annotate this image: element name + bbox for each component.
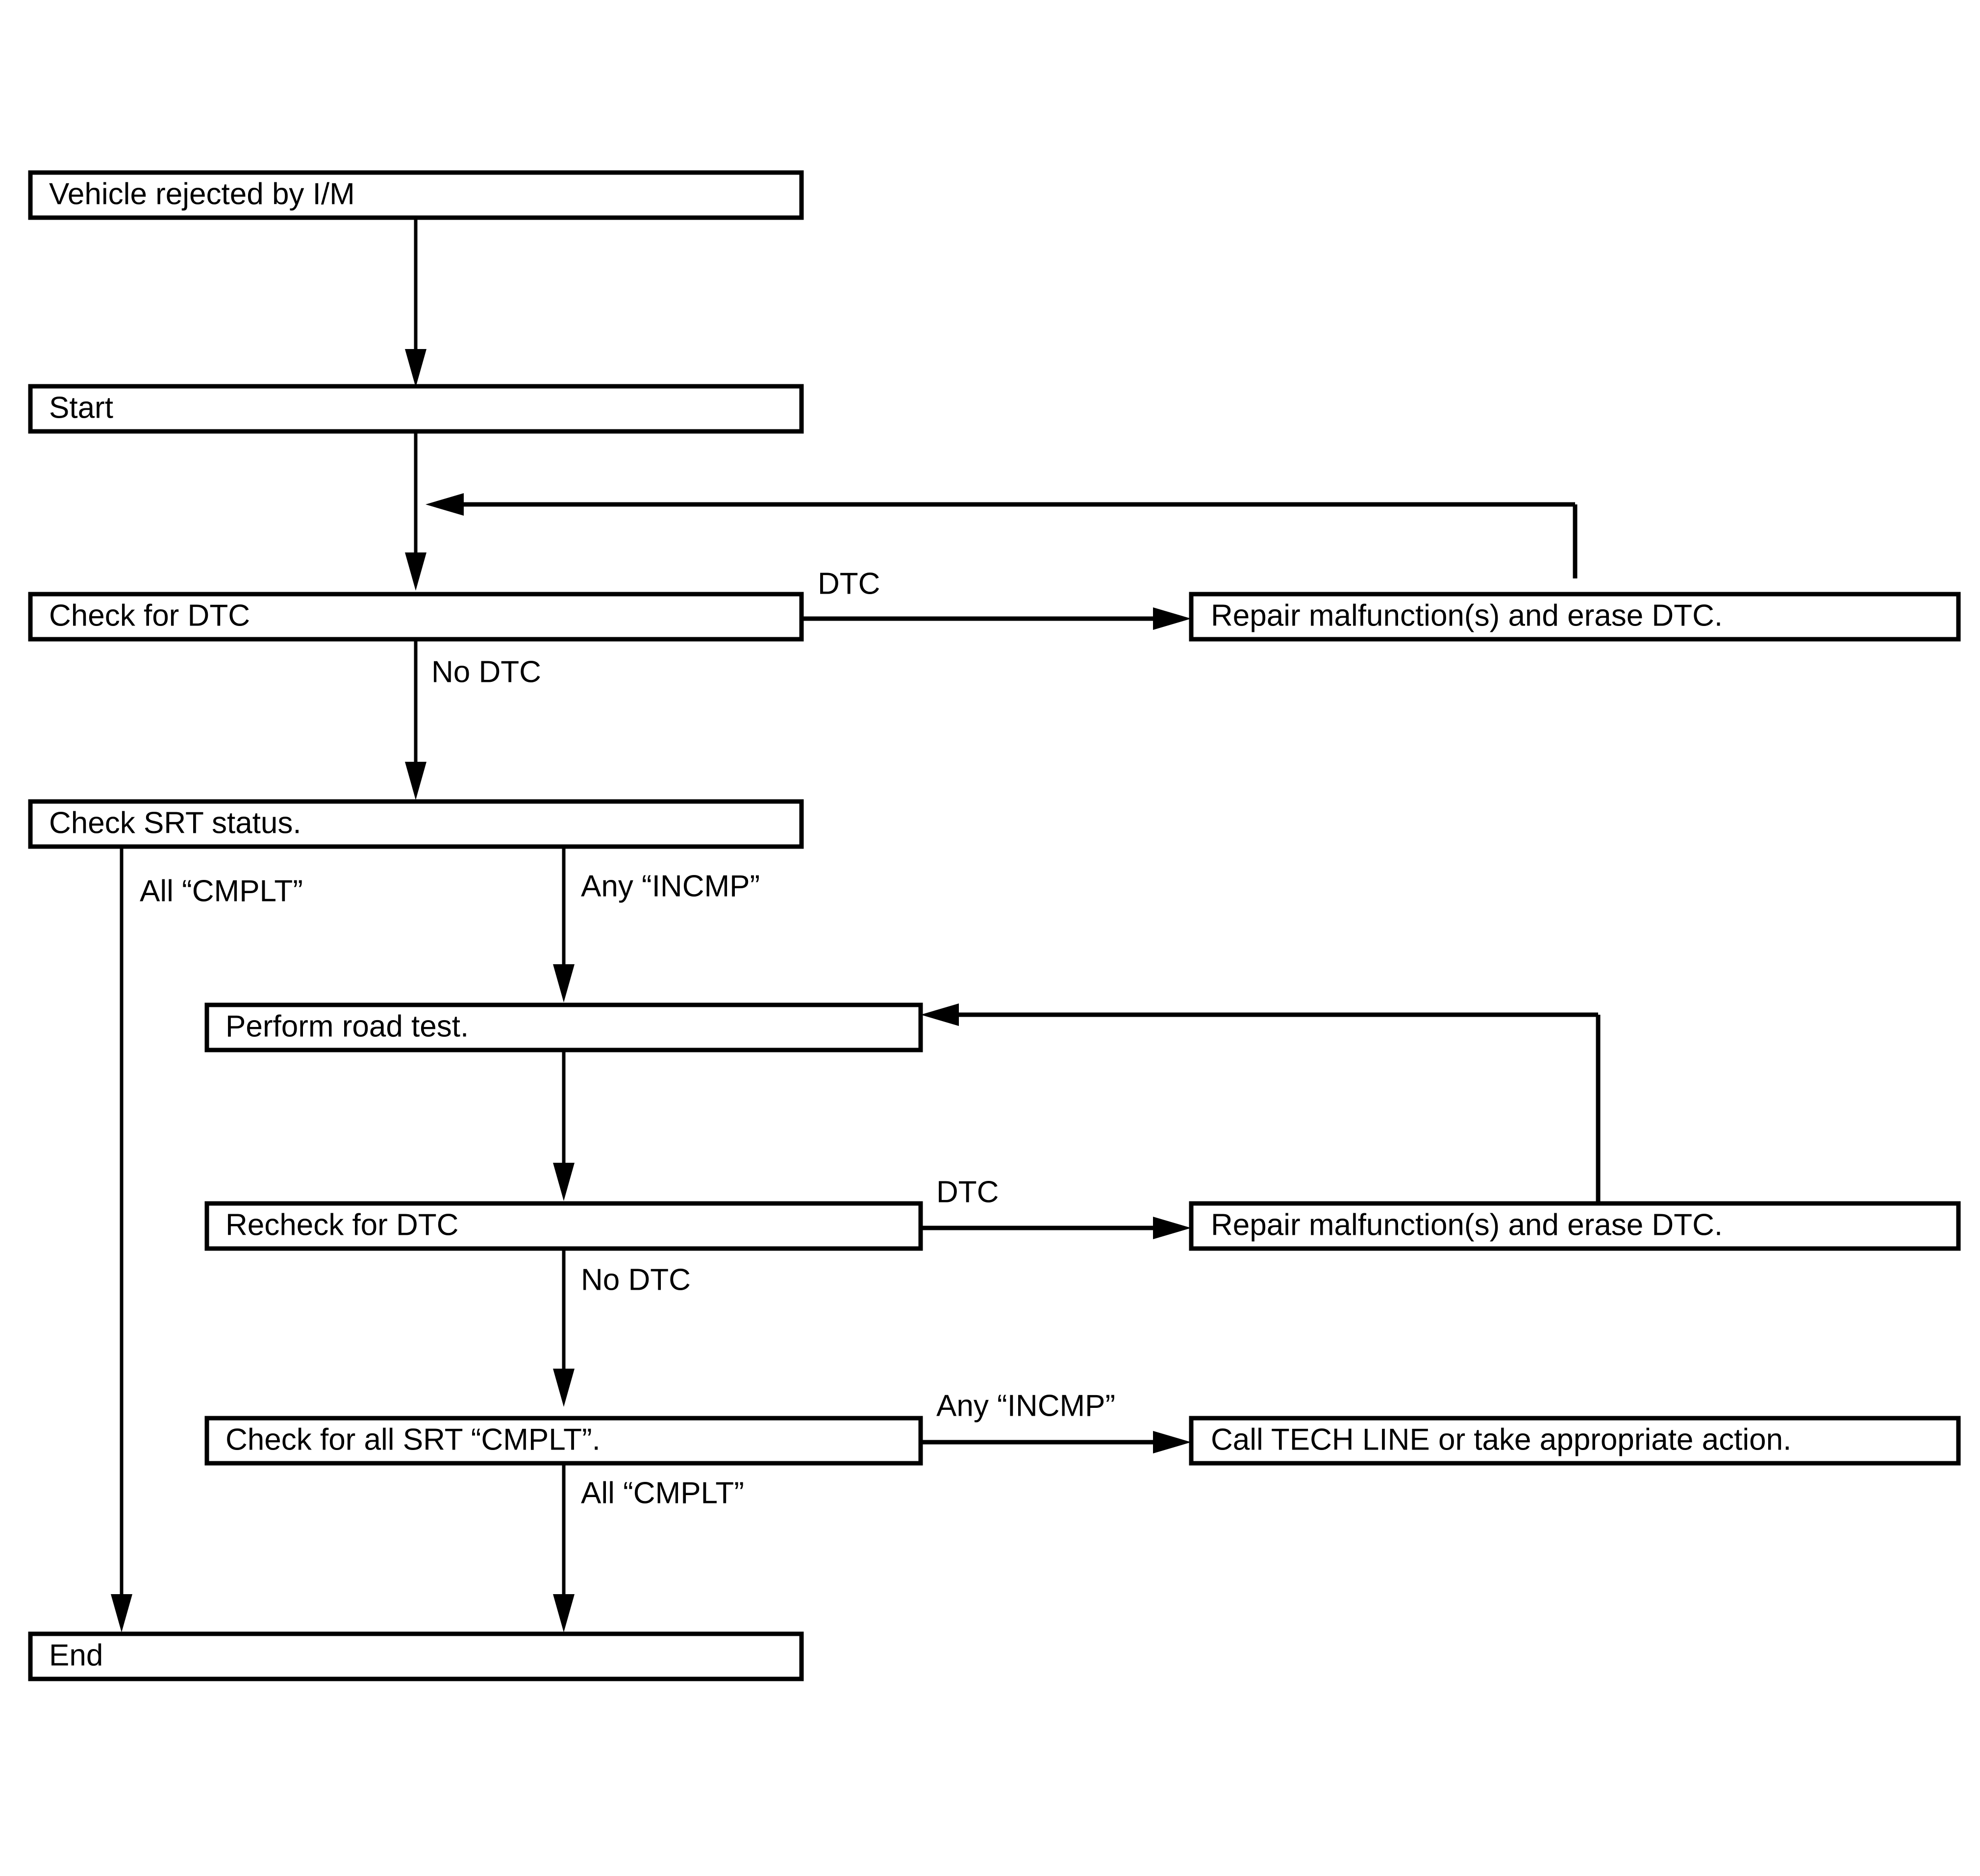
edge-label-all-cmplt-2: All “CMPLT” bbox=[581, 1476, 744, 1510]
node-check-srt-status-box[interactable] bbox=[28, 799, 804, 849]
edge-repair2-feedback-to-road-test bbox=[921, 1003, 1601, 1209]
node-perform-road-test-box[interactable] bbox=[204, 1002, 923, 1052]
node-check-for-dtc-box[interactable] bbox=[28, 592, 804, 642]
node-start[interactable]: Start bbox=[28, 384, 804, 434]
node-check-for-dtc[interactable]: Check for DTC bbox=[28, 592, 804, 642]
node-call-tech-line-box[interactable] bbox=[1189, 1416, 1961, 1466]
node-recheck-for-dtc-box[interactable] bbox=[204, 1201, 923, 1251]
edge-label-no-dtc-2: No DTC bbox=[581, 1263, 691, 1297]
edge-label-any-incmp-1: Any “INCMP” bbox=[581, 869, 760, 903]
edge-label-dtc-1: DTC bbox=[818, 567, 880, 600]
node-check-all-srt-cmplt[interactable]: Check for all SRT “CMPLT”. bbox=[204, 1416, 923, 1466]
node-call-tech-line-label: Call TECH LINE or take appropriate actio… bbox=[1211, 1423, 1791, 1456]
node-check-all-srt-cmplt-label: Check for all SRT “CMPLT”. bbox=[226, 1423, 601, 1456]
node-start-label: Start bbox=[49, 391, 113, 425]
node-perform-road-test[interactable]: Perform road test. bbox=[204, 1002, 923, 1052]
edge-check-all-srt-to-end bbox=[553, 1463, 575, 1632]
edge-repair1-feedback-to-check-for-dtc bbox=[426, 493, 1578, 578]
edge-check-all-srt-to-tech-line bbox=[921, 1431, 1191, 1453]
node-repair-erase-dtc-2-label: Repair malfunction(s) and erase DTC. bbox=[1211, 1208, 1723, 1242]
node-recheck-for-dtc-label: Recheck for DTC bbox=[226, 1208, 458, 1242]
edge-check-for-dtc-to-check-srt bbox=[405, 639, 426, 800]
edge-recheck-dtc-to-repair2 bbox=[921, 1217, 1191, 1239]
node-check-all-srt-cmplt-box[interactable] bbox=[204, 1416, 923, 1466]
node-check-for-dtc-label: Check for DTC bbox=[49, 599, 250, 632]
node-call-tech-line[interactable]: Call TECH LINE or take appropriate actio… bbox=[1189, 1416, 1961, 1466]
edge-label-dtc-2: DTC bbox=[936, 1175, 999, 1209]
edge-start-to-check-for-dtc bbox=[405, 431, 426, 591]
node-recheck-for-dtc[interactable]: Recheck for DTC bbox=[204, 1201, 923, 1251]
node-repair-erase-dtc-1[interactable]: Repair malfunction(s) and erase DTC. bbox=[1189, 592, 1961, 642]
edge-label-no-dtc-1: No DTC bbox=[431, 655, 541, 689]
node-check-srt-status[interactable]: Check SRT status. bbox=[28, 799, 804, 849]
node-repair-erase-dtc-2[interactable]: Repair malfunction(s) and erase DTC. bbox=[1189, 1201, 1961, 1251]
node-check-srt-status-label: Check SRT status. bbox=[49, 806, 301, 840]
node-start-box[interactable] bbox=[28, 384, 804, 434]
edge-vehicle-rejected-to-start bbox=[405, 218, 426, 387]
edge-check-srt-all-cmplt-to-end bbox=[111, 847, 132, 1632]
node-perform-road-test-label: Perform road test. bbox=[226, 1009, 469, 1043]
node-vehicle-rejected[interactable]: Vehicle rejected by I/M bbox=[28, 170, 804, 220]
edge-check-srt-any-incmp-to-road-test bbox=[553, 847, 575, 1002]
edge-road-test-to-recheck-dtc bbox=[553, 1051, 575, 1201]
node-end-label: End bbox=[49, 1638, 103, 1672]
node-end[interactable]: End bbox=[28, 1631, 804, 1681]
node-end-box[interactable] bbox=[28, 1631, 804, 1681]
node-vehicle-rejected-box[interactable] bbox=[28, 170, 804, 220]
edge-check-for-dtc-to-repair1 bbox=[802, 607, 1191, 630]
node-repair-erase-dtc-1-label: Repair malfunction(s) and erase DTC. bbox=[1211, 599, 1723, 632]
edge-recheck-dtc-to-check-all-srt bbox=[553, 1250, 575, 1407]
edge-label-any-incmp-2: Any “INCMP” bbox=[936, 1389, 1115, 1423]
edge-label-all-cmplt-1: All “CMPLT” bbox=[140, 874, 303, 908]
node-repair-erase-dtc-2-box[interactable] bbox=[1189, 1201, 1961, 1251]
node-vehicle-rejected-label: Vehicle rejected by I/M bbox=[49, 177, 355, 211]
node-repair-erase-dtc-1-box[interactable] bbox=[1189, 592, 1961, 642]
